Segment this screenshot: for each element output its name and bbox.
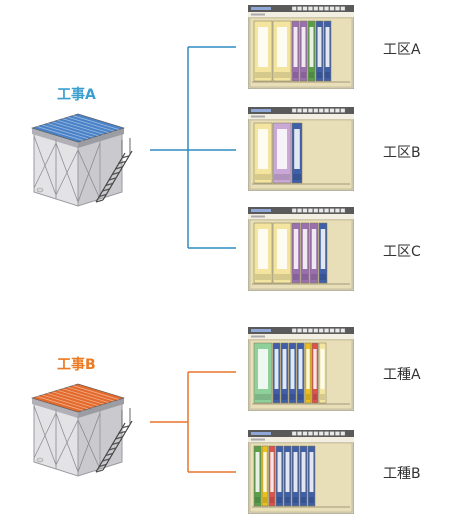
binder-spine — [268, 445, 276, 507]
binder-spine — [300, 222, 310, 284]
binder-spine — [311, 342, 319, 404]
item-label-koku-b: 工区B — [383, 145, 421, 161]
binder-spine — [291, 445, 300, 507]
binder-spine — [253, 342, 273, 404]
shelf-screenshot-1-1 — [248, 430, 354, 514]
binder-spine — [272, 20, 292, 82]
connector-project-a — [150, 46, 236, 249]
binder-spine — [272, 222, 292, 284]
building-icon — [30, 383, 133, 477]
binder-spine — [288, 342, 297, 404]
binder-spine — [296, 342, 305, 404]
building-icon — [30, 113, 133, 207]
binder-spine — [253, 122, 273, 184]
building-a-illustration — [26, 110, 136, 210]
project-a-label: 工事A — [57, 87, 96, 103]
binder-spine — [275, 445, 284, 507]
shelf-screenshot-1-0 — [248, 327, 354, 411]
binder-spine — [291, 20, 300, 82]
binder-spine — [280, 342, 289, 404]
binder-spine — [323, 20, 332, 82]
binder-spine — [291, 222, 301, 284]
binder-spine — [253, 20, 273, 82]
binder-spine — [272, 342, 281, 404]
binder-spine — [315, 20, 324, 82]
binder-spine — [318, 222, 328, 284]
item-label-koku-c: 工区C — [383, 244, 421, 260]
binder-spine — [272, 122, 292, 184]
binder-spine — [318, 342, 327, 404]
item-label-koku-a: 工区A — [383, 42, 421, 58]
building-b-illustration — [26, 380, 136, 480]
binder-spine — [253, 222, 273, 284]
shelf-screenshot-0-1 — [248, 107, 354, 191]
project-b-label: 工事B — [57, 357, 96, 373]
binder-spine — [299, 20, 308, 82]
binder-spine — [253, 445, 262, 507]
item-label-koshu-a: 工種A — [383, 367, 421, 383]
item-label-koshu-b: 工種B — [383, 466, 421, 482]
binder-spine — [304, 342, 312, 404]
shelf-screenshot-0-0 — [248, 5, 354, 89]
binder-spine — [283, 445, 292, 507]
binder-spine — [307, 20, 316, 82]
binder-spine — [299, 445, 308, 507]
binder-spine — [261, 445, 269, 507]
shelf-screenshot-0-2 — [248, 207, 354, 291]
binder-spine — [307, 445, 316, 507]
binder-spine — [291, 122, 303, 184]
binder-spine — [309, 222, 319, 284]
connector-project-b — [150, 371, 236, 473]
